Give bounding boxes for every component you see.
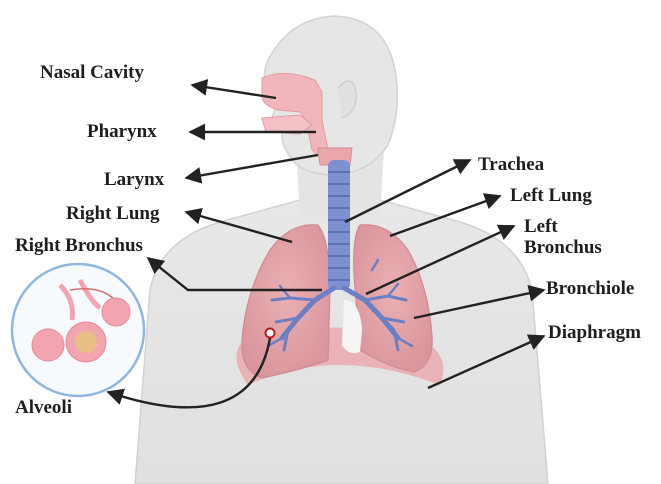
label-alveoli: Alveoli [15, 397, 72, 418]
trachea-shape [328, 160, 350, 290]
label-nasal-cavity: Nasal Cavity [40, 62, 144, 83]
label-trachea: Trachea [478, 154, 544, 175]
label-right-lung: Right Lung [66, 203, 159, 224]
label-left-bronchus-line2: Bronchus [524, 237, 602, 258]
label-right-bronchus: Right Bronchus [15, 235, 143, 256]
label-left-lung: Left Lung [510, 185, 592, 206]
label-bronchiole: Bronchiole [546, 278, 634, 299]
label-pharynx: Pharynx [87, 121, 157, 142]
label-left-bronchus: Left Bronchus [524, 216, 634, 258]
label-diaphragm: Diaphragm [548, 322, 641, 343]
label-left-bronchus-line1: Left [524, 216, 558, 237]
alveoli-marker [266, 329, 275, 338]
label-larynx: Larynx [104, 169, 164, 190]
alveoli-inset [12, 264, 144, 396]
